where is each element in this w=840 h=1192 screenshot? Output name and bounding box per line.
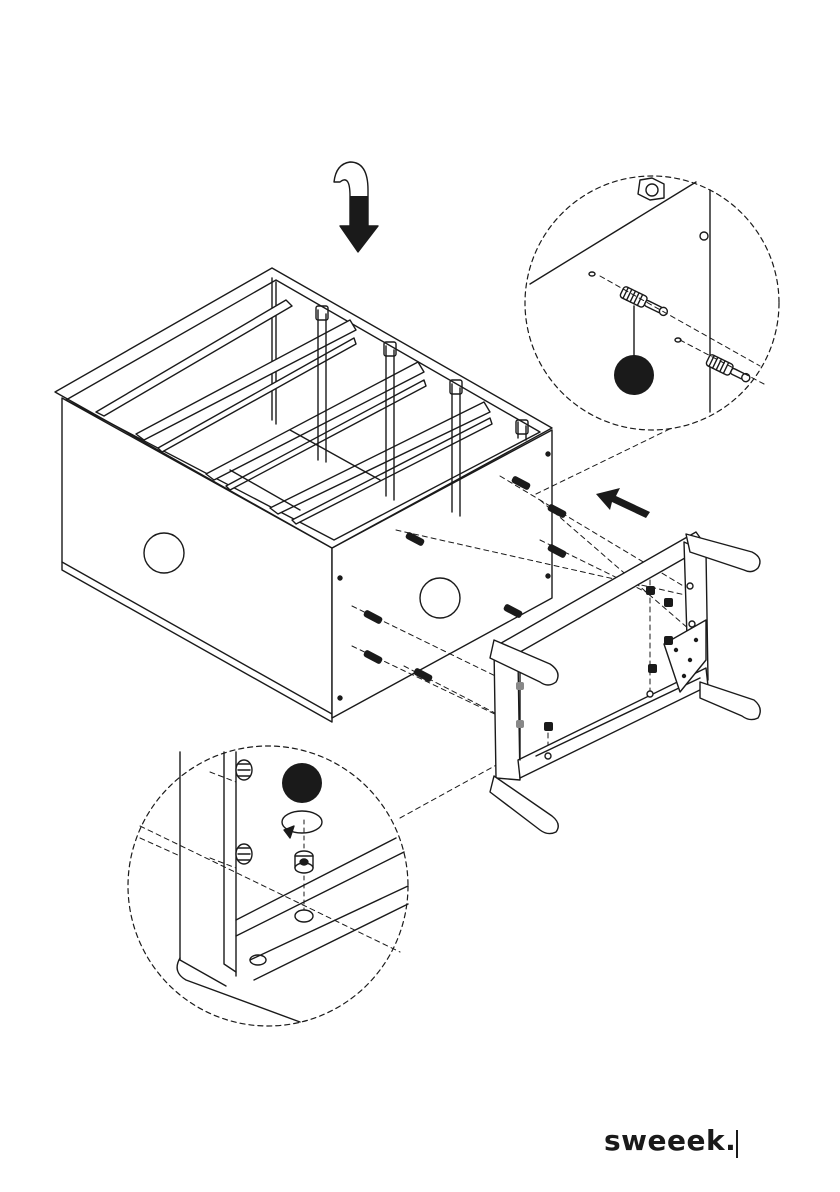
detail-callout-top <box>525 176 779 430</box>
step-badge-top <box>614 355 654 395</box>
rotate-arrow-icon <box>334 162 378 252</box>
push-arrow-icon <box>596 488 650 518</box>
detail-callout-bottom <box>128 746 408 1026</box>
step-badge-bottom <box>282 763 322 803</box>
brand-divider <box>736 1130 738 1158</box>
cabinet-body <box>55 268 552 722</box>
brand-logo: sweeek. <box>604 1124 736 1157</box>
